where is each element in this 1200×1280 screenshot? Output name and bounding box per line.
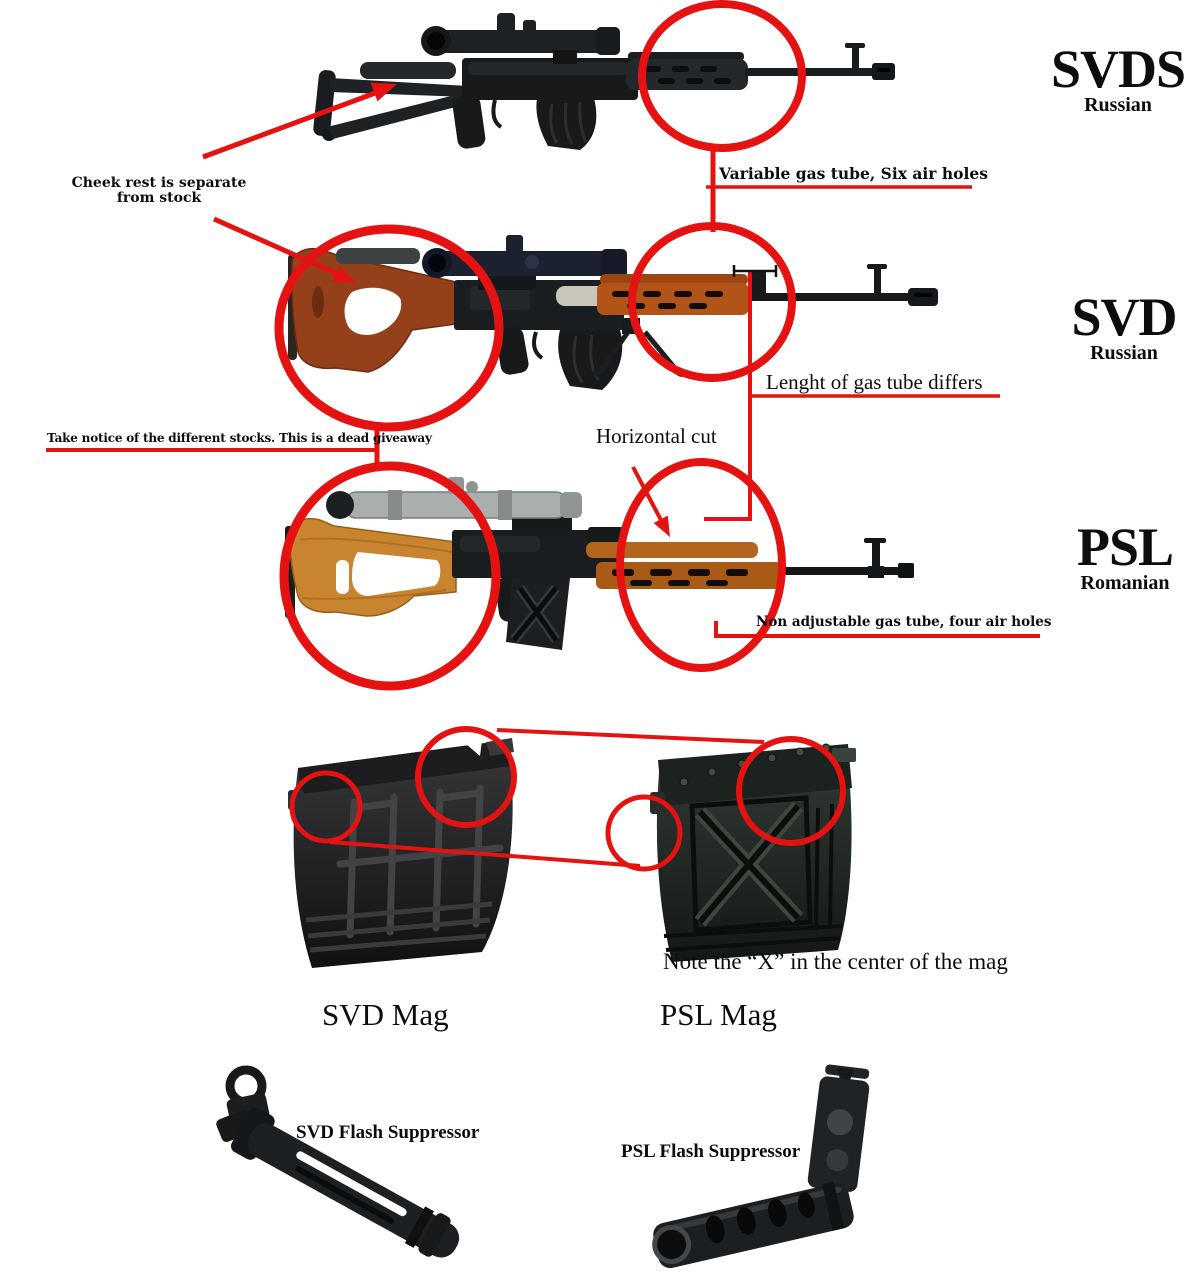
svd-mag-illustration — [288, 738, 514, 968]
svds-origin: Russian — [1084, 94, 1152, 117]
psl-mag-illustration — [650, 743, 856, 962]
gas-tube-measure-marks — [732, 265, 778, 277]
callout-note-x: Note the “X” in the center of the mag — [663, 949, 1008, 974]
svd-mag-label: SVD Mag — [322, 997, 449, 1032]
rifle-name-svds: SVDS Russian — [1044, 39, 1192, 117]
svds-rifle-illustration — [313, 13, 895, 150]
svd-rifle-illustration — [288, 235, 938, 390]
rifle-name-psl: PSL Romanian — [1058, 517, 1192, 595]
svd-flash-suppressor-illustration — [216, 1065, 460, 1258]
callout-length-gas-tube: Lenght of gas tube differs — [766, 370, 983, 394]
svd-origin: Russian — [1090, 342, 1158, 365]
callout-cheek-rest: Cheek rest is separate from stock — [71, 175, 247, 207]
rifle-name-svd: SVD Russian — [1056, 287, 1192, 365]
psl-origin: Romanian — [1080, 572, 1170, 595]
psl-flash-suppressor-label: PSL Flash Suppressor — [621, 1141, 801, 1162]
red-annotations — [46, 0, 1040, 872]
callout-horizontal-cut: Horizontal cut — [596, 424, 717, 448]
psl-flash-suppressor-illustration — [652, 1064, 870, 1269]
svd-flash-suppressor-label: SVD Flash Suppressor — [296, 1122, 480, 1143]
svd-title: SVD — [1071, 287, 1177, 347]
psl-title: PSL — [1076, 517, 1174, 577]
callout-non-adjustable: Non adjustable gas tube, four air holes — [756, 614, 1052, 630]
callout-take-notice: Take notice of the different stocks. Thi… — [47, 431, 432, 445]
psl-rifle-illustration — [285, 477, 914, 650]
psl-mag-label: PSL Mag — [660, 997, 777, 1032]
callout-variable-gas-tube: Variable gas tube, Six air holes — [719, 164, 988, 183]
svds-title: SVDS — [1050, 39, 1186, 99]
